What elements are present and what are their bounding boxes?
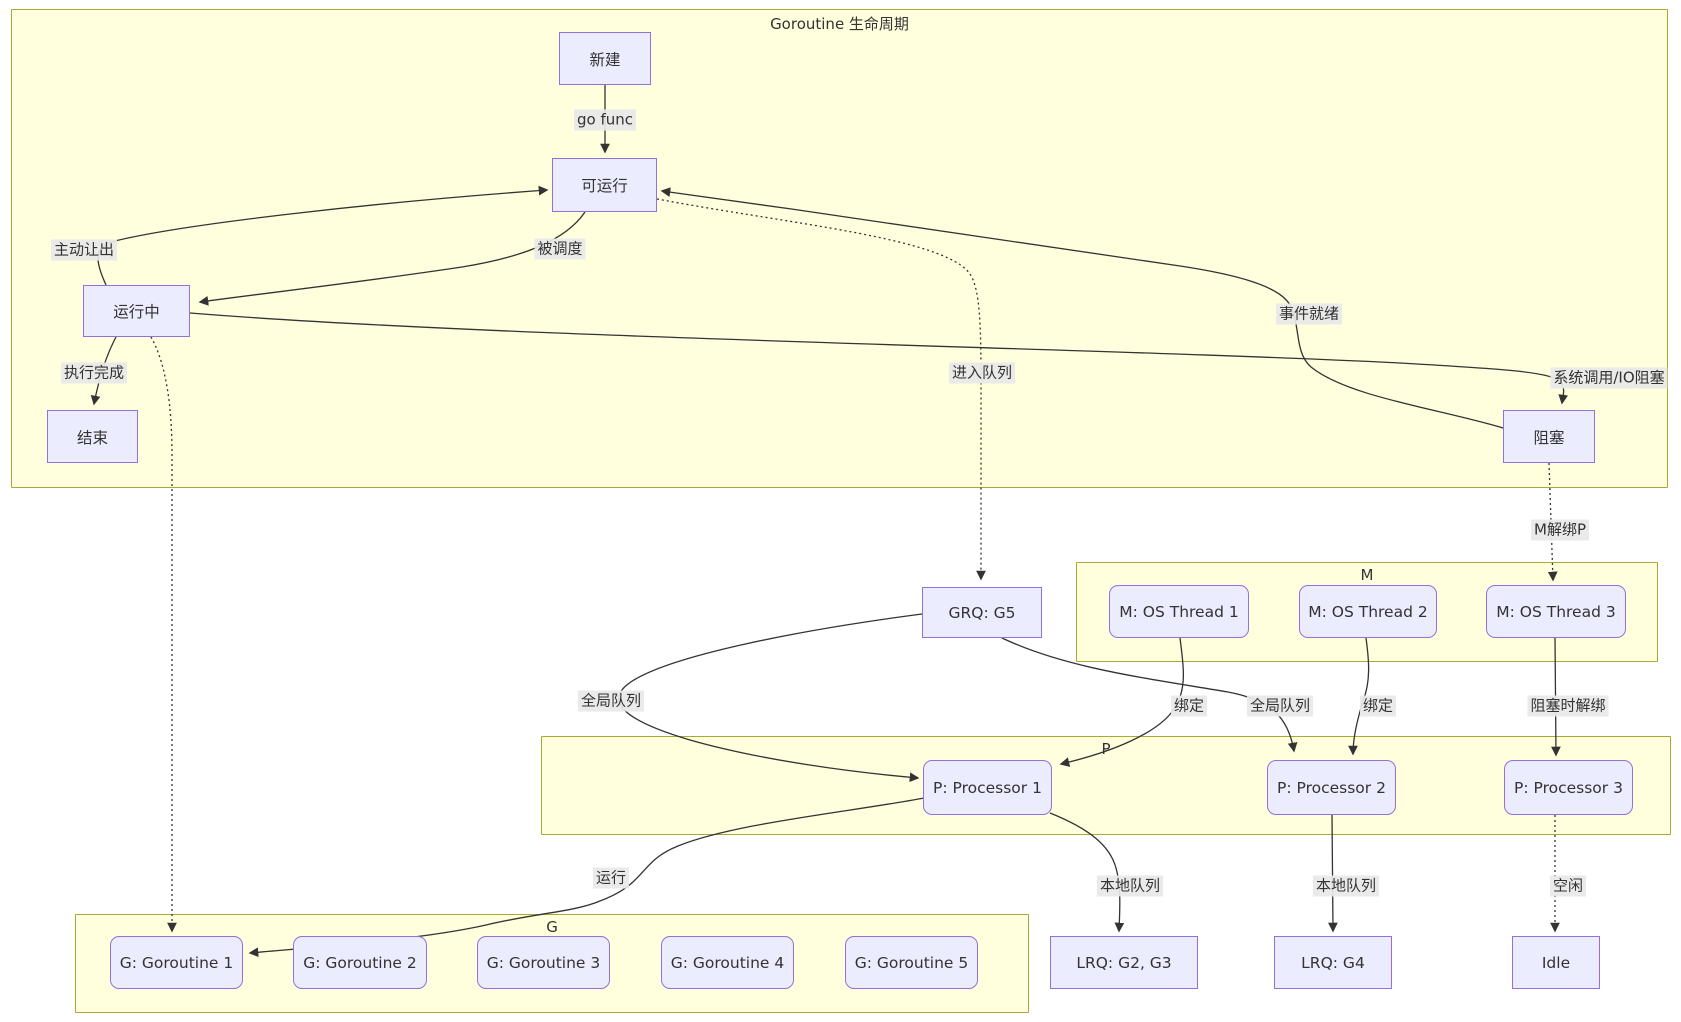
node-g3: G: Goroutine 3 — [477, 936, 610, 989]
edge-m1-to-p1-bind — [1059, 637, 1185, 767]
cluster-m-title: M — [1360, 566, 1374, 584]
edge-label-idle: 空闲 — [1549, 875, 1587, 897]
edge-label-event-ready: 事件就绪 — [1275, 303, 1343, 325]
edge-runnable-to-grq-enqueue — [656, 198, 986, 581]
edge-label-bind-1: 绑定 — [1170, 695, 1208, 717]
node-new: 新建 — [559, 32, 651, 85]
node-m2: M: OS Thread 2 — [1299, 585, 1437, 638]
edge-label-local-queue-1: 本地队列 — [1096, 875, 1164, 897]
edge-label-global-queue-2: 全局队列 — [1246, 695, 1314, 717]
edge-label-m-unbind-p: M解绑P — [1531, 519, 1589, 541]
node-lrq2: LRQ: G4 — [1274, 936, 1392, 989]
node-done: 结束 — [47, 410, 138, 463]
cluster-lifecycle: Goroutine 生命周期 — [11, 9, 1668, 488]
node-runnable: 可运行 — [552, 158, 657, 212]
node-p2: P: Processor 2 — [1267, 760, 1396, 815]
edge-label-unbind-on-block: 阻塞时解绑 — [1527, 695, 1609, 717]
node-grq: GRQ: G5 — [922, 587, 1042, 638]
edge-label-yield: 主动让出 — [50, 239, 118, 261]
edge-label-run: 运行 — [592, 867, 630, 889]
edge-runnable-to-running-scheduled — [198, 211, 586, 306]
edge-label-scheduled: 被调度 — [534, 238, 586, 260]
edge-label-enqueue: 进入队列 — [948, 362, 1016, 384]
edge-grq-to-p1-global-queue — [618, 613, 923, 783]
edge-blocked-to-runnable-event-ready — [660, 187, 1504, 429]
node-idle: Idle — [1512, 936, 1600, 989]
node-g4: G: Goroutine 4 — [661, 936, 794, 989]
cluster-p: P — [541, 736, 1671, 835]
node-g5: G: Goroutine 5 — [845, 936, 978, 989]
edge-running-to-runnable-yield — [97, 185, 549, 286]
node-m1: M: OS Thread 1 — [1109, 585, 1249, 638]
edge-label-go-func: go func — [573, 109, 637, 131]
edge-p2-to-lrq2-local-queue — [1328, 814, 1338, 933]
edge-label-exec-done: 执行完成 — [60, 362, 128, 384]
node-g1: G: Goroutine 1 — [110, 936, 243, 989]
cluster-g-title: G — [546, 918, 558, 936]
edge-running-to-g1-dotted — [150, 336, 177, 933]
edge-p1-to-lrq1-local-queue — [1049, 812, 1125, 933]
node-p3: P: Processor 3 — [1504, 760, 1633, 815]
node-p1: P: Processor 1 — [923, 760, 1052, 815]
edge-label-global-queue-1: 全局队列 — [577, 690, 645, 712]
cluster-lifecycle-title: Goroutine 生命周期 — [770, 15, 909, 33]
node-g2: G: Goroutine 2 — [293, 936, 427, 989]
edge-label-bind-2: 绑定 — [1359, 695, 1397, 717]
node-blocked: 阻塞 — [1503, 410, 1595, 463]
node-lrq1: LRQ: G2, G3 — [1050, 936, 1198, 989]
node-running: 运行中 — [83, 285, 190, 337]
edge-label-local-queue-2: 本地队列 — [1312, 875, 1380, 897]
node-m3: M: OS Thread 3 — [1486, 585, 1626, 638]
edge-label-syscall-block: 系统调用/IO阻塞 — [1550, 367, 1668, 389]
edge-p1-to-g1-run — [248, 797, 925, 958]
cluster-p-title: P — [1101, 740, 1111, 758]
edge-grq-to-p2-global-queue — [1001, 637, 1298, 753]
